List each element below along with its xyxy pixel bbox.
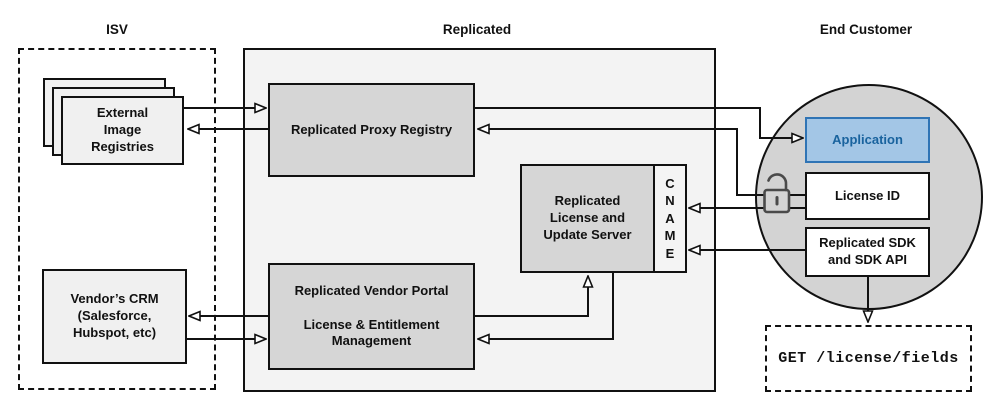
license-update-server-node: Replicated License and Update Server — [520, 164, 655, 273]
cname-strip: C N A M E — [653, 164, 687, 273]
replicated-sdk-label: Replicated SDK and SDK API — [819, 235, 916, 267]
replicated-section-label: Replicated — [442, 22, 512, 37]
get-license-fields-node: GET /license/fields — [765, 325, 972, 392]
replicated-proxy-registry-label: Replicated Proxy Registry — [290, 121, 453, 137]
vendors-crm-node: Vendor’s CRM (Salesforce, Hubspot, etc) — [42, 269, 187, 364]
replicated-vendor-portal-label: Replicated Vendor Portal License & Entit… — [294, 282, 449, 349]
replicated-proxy-registry-node: Replicated Proxy Registry — [268, 83, 475, 177]
external-image-registries-label: External Image Registries — [91, 105, 154, 154]
get-license-fields-label: GET /license/fields — [778, 349, 959, 367]
replicated-sdk-node: Replicated SDK and SDK API — [805, 227, 930, 277]
end-customer-section-label: End Customer — [819, 22, 913, 37]
cname-label: C N A M E — [664, 175, 676, 261]
application-label: Application — [832, 131, 903, 147]
vendors-crm-label: Vendor’s CRM (Salesforce, Hubspot, etc) — [70, 291, 159, 340]
license-id-node: License ID — [805, 172, 930, 220]
license-update-server-label: Replicated License and Update Server — [543, 193, 632, 242]
isv-section-boundary — [18, 48, 216, 390]
license-id-label: License ID — [834, 187, 901, 203]
replicated-vendor-portal-node: Replicated Vendor Portal License & Entit… — [268, 263, 475, 370]
isv-section-label: ISV — [106, 22, 128, 37]
application-node: Application — [805, 117, 930, 163]
external-image-registries-node: External Image Registries — [61, 96, 184, 165]
